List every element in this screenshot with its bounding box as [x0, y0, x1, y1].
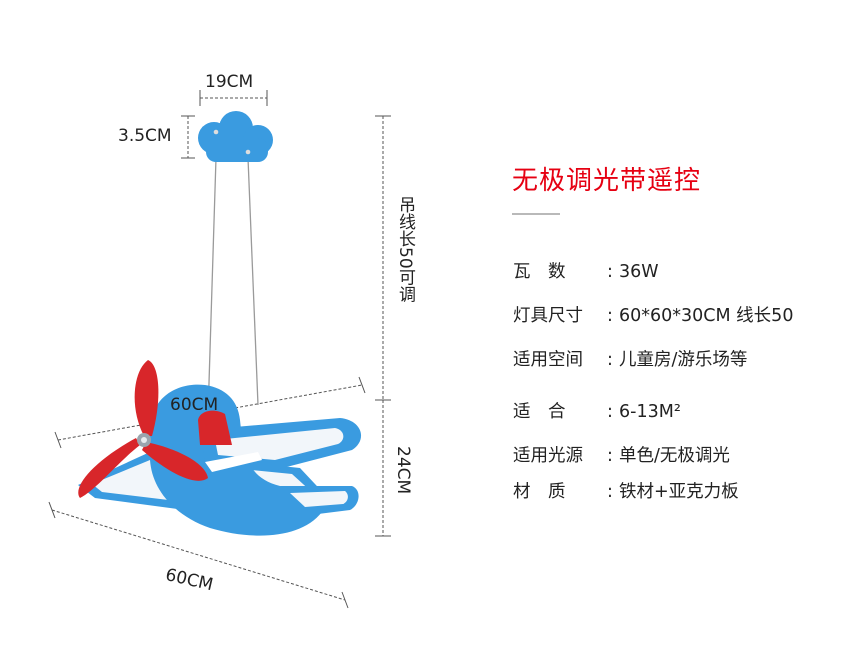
spec-value: 60*60*30CM 线长50	[619, 306, 794, 326]
spec-label: 适用光源	[513, 446, 583, 466]
feature-title: 无极调光带遥控	[512, 166, 702, 196]
spec-value: 儿童房/游乐场等	[619, 350, 748, 370]
depth-label: 60CM	[170, 395, 219, 415]
title-divider	[512, 213, 560, 215]
suspension-cables	[207, 157, 259, 416]
plane-body	[78, 384, 362, 536]
spec-value: 铁材+亚克力板	[619, 482, 739, 502]
spec-label: 适 合	[513, 402, 566, 422]
canopy-width-label: 19CM	[205, 72, 254, 92]
spec-row-area: 适 合:6-13M²	[513, 398, 681, 423]
red-propeller	[78, 360, 208, 498]
spec-row-power: 瓦 数:36W	[513, 258, 659, 283]
spec-row-space: 适用空间:儿童房/游乐场等	[513, 346, 747, 371]
spec-label: 瓦 数	[513, 262, 566, 282]
airplane-lamp-drawing	[48, 90, 391, 609]
cloud-canopy	[198, 111, 273, 162]
spec-label: 适用空间	[513, 350, 583, 370]
spec-row-material: 材 质:铁材+亚克力板	[513, 478, 739, 503]
cable-length-label: 吊线长50可调	[395, 196, 415, 303]
spec-row-light-source: 适用光源:单色/无极调光	[513, 442, 730, 467]
height-label: 24CM	[393, 446, 413, 495]
dimension-lines	[48, 90, 391, 609]
product-illustration: 19CM 3.5CM 吊线长50可调 60CM 60CM 24CM	[48, 72, 415, 609]
spec-value: 6-13M²	[619, 402, 681, 422]
canopy-height-label: 3.5CM	[118, 126, 172, 146]
spec-label: 灯具尺寸	[513, 306, 583, 326]
spec-value: 单色/无极调光	[619, 446, 730, 466]
spec-row-size: 灯具尺寸:60*60*30CM 线长50	[513, 302, 793, 327]
spec-label: 材 质	[513, 482, 566, 502]
spec-value: 36W	[619, 262, 659, 282]
